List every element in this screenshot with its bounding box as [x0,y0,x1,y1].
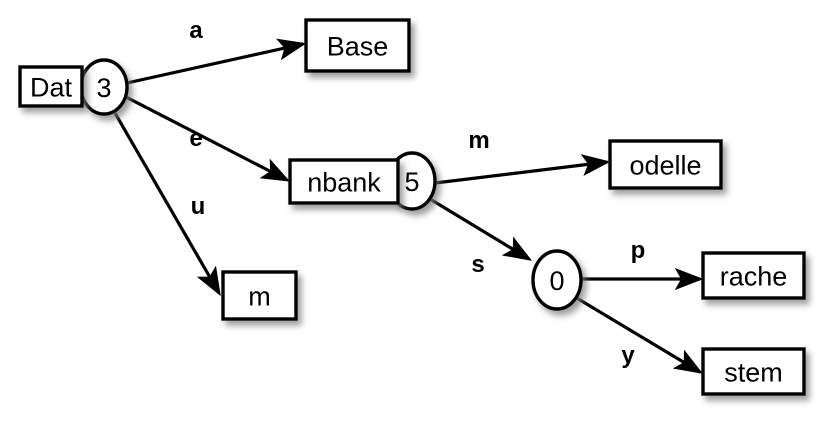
node-rect-label-rache: rache [720,262,788,292]
node-rect-root[interactable] [18,65,84,108]
edge-label-y: y [621,342,635,369]
node-rect-stem[interactable] [701,347,806,396]
node-rect-odelle[interactable] [608,139,723,190]
node-root[interactable]: Dat 3 [18,58,129,116]
edge-y [574,295,704,374]
edge-label-s: s [471,251,484,278]
edge-e [125,95,291,182]
node-rect-base[interactable] [304,18,411,73]
node-rect-label-nbank: nbank [307,168,381,198]
node-ellipse-label-zero: 0 [549,266,564,296]
node-rect-label-m-leaf: m [248,282,271,312]
node-ellipse-zero[interactable] [531,249,583,311]
edge-u [113,112,221,297]
node-zero[interactable]: 0 [531,249,583,311]
node-odelle[interactable]: odelle [608,139,723,190]
edge-label-e: e [189,125,202,152]
edge-label-p: p [631,237,646,264]
node-rache[interactable]: rache [701,251,806,300]
edge-a [126,38,307,85]
node-nbank[interactable]: nbank 5 [288,151,437,211]
edge-label-u: u [191,193,206,220]
node-rect-label-root: Dat [30,73,73,103]
node-ellipse-label-nbank: 5 [404,167,419,197]
node-base[interactable]: Base [304,18,411,73]
node-rect-label-stem: stem [724,358,783,388]
edge-m [434,154,611,185]
edge-label-m: m [468,127,489,154]
edge-labels-layer: a e u m s p y [189,17,645,369]
node-rect-nbank[interactable] [288,158,400,205]
node-rect-label-base: Base [327,32,389,62]
edge-s [429,197,533,261]
node-ellipse-label-root: 3 [96,73,111,103]
node-rect-rache[interactable] [701,251,806,300]
node-stem[interactable]: stem [701,347,806,396]
nodes-layer: Dat 3 Base nbank 5 m odelle 0 rache stem [18,18,806,396]
node-rect-m-leaf[interactable] [221,270,298,321]
edge-label-a: a [189,17,203,44]
edges-layer [113,38,704,374]
node-rect-label-odelle: odelle [629,151,701,181]
node-m-leaf[interactable]: m [221,270,298,321]
